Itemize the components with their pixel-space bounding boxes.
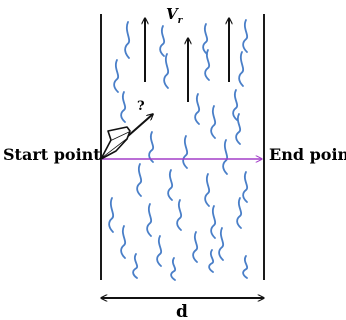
water-ripples [108, 19, 249, 281]
water-ripple [113, 59, 120, 93]
water-ripple [148, 131, 155, 163]
water-ripple [218, 227, 225, 261]
water-ripple [167, 169, 174, 201]
water-ripple [132, 253, 139, 279]
start-point-label: Start point [3, 145, 101, 164]
water-ripple [194, 93, 201, 125]
water-ripple [136, 163, 143, 197]
water-ripple [192, 231, 199, 263]
water-ripple [236, 197, 243, 229]
water-ripple [176, 199, 183, 231]
water-ripple [238, 51, 245, 87]
water-ripple [146, 203, 153, 237]
water-ripple [120, 91, 127, 123]
water-ripple [202, 23, 209, 55]
water-ripple [159, 25, 166, 57]
water-ripple [156, 235, 163, 267]
end-point-label: End point [269, 145, 346, 164]
water-ripple [222, 139, 229, 175]
water-ripple [235, 113, 242, 145]
water-ripple [204, 173, 211, 207]
water-ripple [208, 249, 215, 273]
boat-heading-arrow [127, 114, 153, 137]
water-ripple [232, 89, 239, 121]
river-velocity-label: Vr [166, 5, 184, 26]
boat-icon [100, 126, 131, 160]
water-ripple [242, 19, 249, 53]
water-ripple [120, 225, 127, 259]
water-ripple [163, 53, 170, 89]
water-ripple [242, 255, 249, 279]
water-ripple [210, 205, 217, 239]
water-ripple [170, 257, 177, 281]
water-ripple [242, 171, 249, 203]
water-ripple [210, 105, 217, 139]
unknown-heading-label: ? [137, 99, 145, 114]
water-ripple [182, 135, 189, 169]
water-ripple [204, 49, 211, 81]
water-ripple [108, 197, 115, 233]
water-ripple [124, 21, 131, 59]
width-label: d [176, 302, 188, 320]
